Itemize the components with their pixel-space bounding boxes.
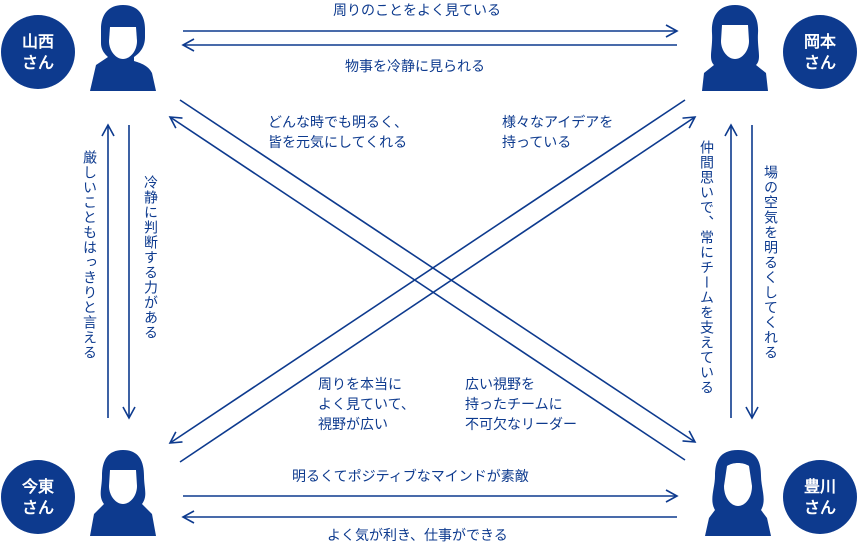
name-badge-yamanishi: 山西さん	[1, 15, 75, 89]
label-left-outer: 厳しいこともはっきりと言える	[81, 150, 97, 360]
person-icon-toyokawa	[705, 450, 771, 536]
label-bottom-left: よく気が利き、仕事ができる	[327, 528, 508, 544]
suffix: さん	[803, 53, 836, 72]
label-diag-top-right: 様々なアイデアを 持っている	[502, 115, 614, 151]
arrow-imahigashi-to-okamoto	[179, 116, 697, 463]
label-top-left: 物事を冷静に見られる	[345, 59, 485, 75]
suffix: さん	[21, 498, 54, 517]
suffix: さん	[803, 498, 836, 517]
name-badge-okamoto: 岡本さん	[783, 15, 857, 89]
label-top-right: 周りのことをよく見ている	[333, 3, 501, 19]
name: 山西	[21, 32, 54, 51]
person-icon-yamanishi	[90, 5, 156, 91]
label-diag-bottom-right: 広い視野を 持ったチームに 不可欠なリーダー	[465, 377, 577, 433]
name: 岡本	[803, 32, 836, 51]
label-right-inner: 仲間思いで、常にチームを支えている	[698, 140, 714, 395]
suffix: さん	[21, 53, 54, 72]
arrow-okamoto-to-imahigashi	[168, 99, 686, 444]
arrow-toyokawa-to-yamanishi	[168, 116, 686, 461]
label-bottom-right: 明るくてポジティブなマインドが素敵	[292, 469, 529, 485]
arrow-yamanishi-to-toyokawa	[179, 99, 697, 443]
name-badge-toyokawa: 豊川さん	[783, 460, 857, 534]
label-right-outer: 場の空気を明るくしてくれる	[762, 165, 778, 360]
person-icon-imahigashi	[90, 450, 156, 536]
label-diag-top-left: どんな時でも明るく、 皆を元気にしてくれる	[268, 115, 408, 151]
name: 豊川	[803, 477, 836, 496]
person-icon-okamoto	[702, 5, 768, 91]
label-left-inner: 冷静に判断する力がある	[142, 175, 158, 340]
name-badge-imahigashi: 今東さん	[1, 460, 75, 534]
label-diag-bottom-left: 周りを本当に よく見ていて、 視野が広い	[318, 377, 415, 433]
name: 今東	[21, 477, 54, 496]
